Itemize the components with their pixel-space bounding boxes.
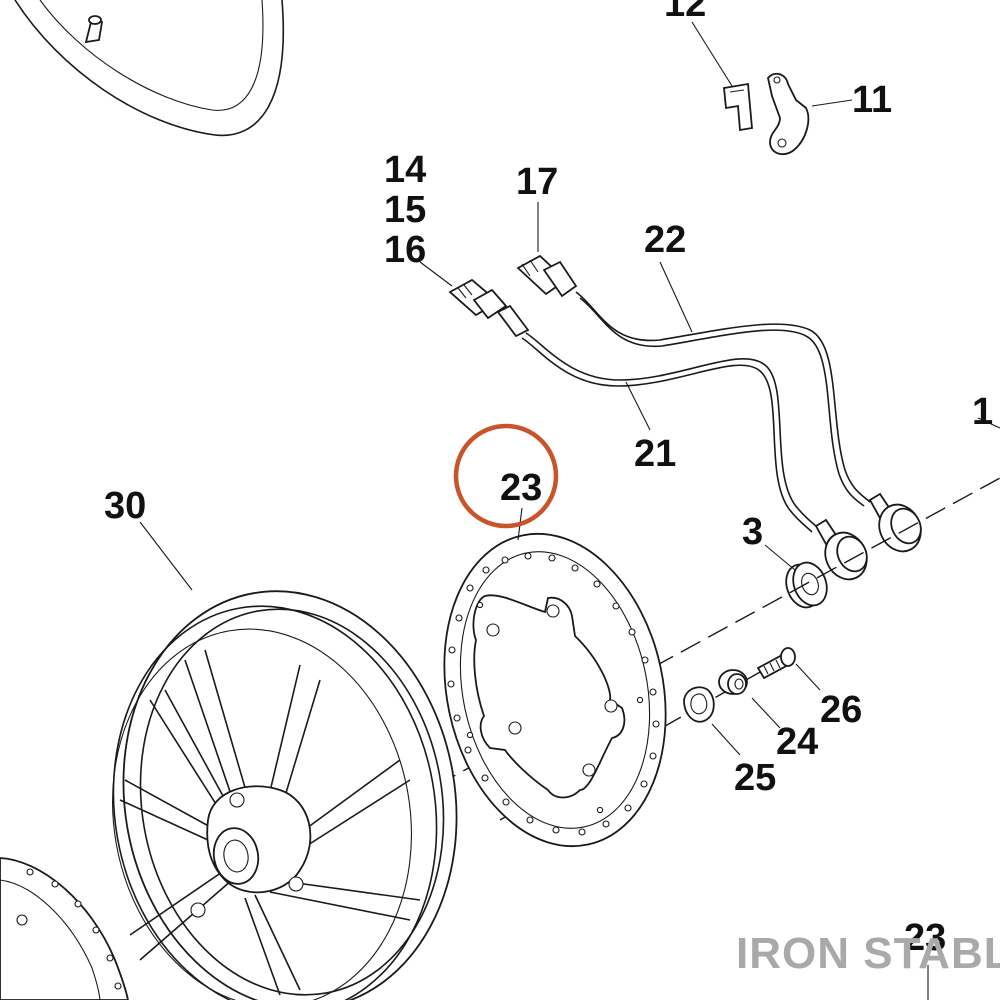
- connector-17: [516, 254, 578, 298]
- callout-3: 3: [742, 511, 763, 553]
- wheel-30: [112, 590, 458, 1000]
- tire-tube: [14, 0, 284, 137]
- bearing-3: [785, 561, 828, 609]
- callout-23-bottom: 23: [904, 917, 946, 959]
- callout-23-highlighted: 23: [500, 467, 542, 509]
- watermark: IRON STABLE: [736, 929, 1000, 978]
- callout-25: 25: [734, 757, 776, 799]
- leader-lines: [139, 21, 1000, 1000]
- connector-14-15-16: [448, 278, 530, 338]
- callout-22: 22: [644, 219, 686, 261]
- callout-labels: 12 11 14 15 16 17 22 1 21 23 30 3 26 24 …: [104, 0, 993, 959]
- rotor-holes: [447, 552, 660, 836]
- sensor-cables: [521, 291, 871, 533]
- spacer-24: [718, 669, 748, 695]
- brake-rotor-partial: [0, 857, 129, 1000]
- part-11-bracket: [767, 72, 810, 156]
- callout-1: 1: [972, 391, 993, 433]
- wheel-speed-sensor-1: [868, 492, 922, 553]
- brake-rotor-23: [443, 532, 667, 848]
- callout-15: 15: [384, 189, 426, 231]
- callout-12: 12: [664, 0, 706, 25]
- callout-11: 11: [852, 79, 892, 121]
- part-12-clip: [723, 82, 753, 132]
- callout-17: 17: [516, 161, 558, 203]
- callout-24: 24: [776, 721, 818, 763]
- callout-21: 21: [634, 433, 676, 475]
- callout-14: 14: [384, 149, 426, 191]
- callout-16: 16: [384, 229, 426, 271]
- callout-30: 30: [104, 485, 146, 527]
- washer-25: [683, 686, 715, 723]
- bolt-26: [756, 647, 796, 680]
- callout-26: 26: [820, 689, 862, 731]
- highlight-ring: [453, 423, 559, 529]
